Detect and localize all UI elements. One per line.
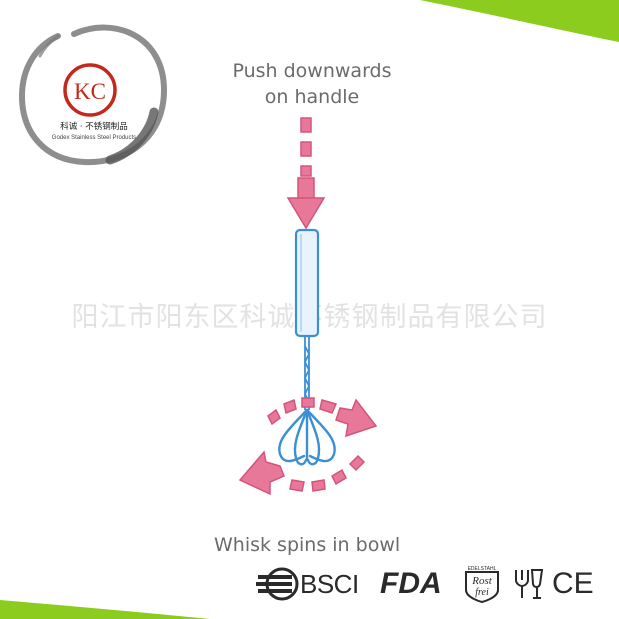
- food-safe-icon: [512, 562, 544, 606]
- rotation-arrow-upper-icon: [267, 397, 378, 438]
- rostfrei-bot: frei: [475, 587, 489, 598]
- company-logo: KC 科诚 · 不锈钢制品 Godex Stainless Steel Prod…: [18, 24, 168, 166]
- logo-name-en: Godex Stainless Steel Products: [52, 135, 136, 141]
- whisk-handle: [294, 228, 320, 338]
- push-caption-line1: Push downwards: [232, 60, 392, 82]
- certification-logos: BSCI FDA EDELSTAHL Rost frei CE: [256, 562, 596, 606]
- rostfrei-logo: EDELSTAHL Rost frei: [462, 562, 502, 606]
- bsci-logo: BSCI: [256, 562, 359, 606]
- ce-logo: CE: [552, 562, 594, 606]
- rostfrei-top: EDELSTAHL: [468, 566, 497, 572]
- fda-label: FDA: [380, 567, 442, 600]
- logo-initials: KC: [74, 79, 106, 104]
- whisk-head: [278, 408, 336, 466]
- bsci-label: BSCI: [300, 568, 359, 599]
- rotation-arrow-lower-icon: [238, 450, 366, 496]
- whisk-illustration: [238, 117, 378, 496]
- logo-name-cn: 科诚 · 不锈钢制品: [60, 121, 128, 132]
- push-caption-line2: on handle: [264, 86, 360, 108]
- push-caption: Push downwards on handle: [190, 58, 434, 110]
- fda-logo: FDA: [380, 562, 442, 606]
- spin-caption: Whisk spins in bowl: [214, 534, 401, 556]
- push-down-arrow-icon: [286, 117, 326, 230]
- rostfrei-mid: Rost: [471, 575, 493, 587]
- bsci-globe-icon: [256, 567, 299, 601]
- ce-label: CE: [552, 567, 594, 600]
